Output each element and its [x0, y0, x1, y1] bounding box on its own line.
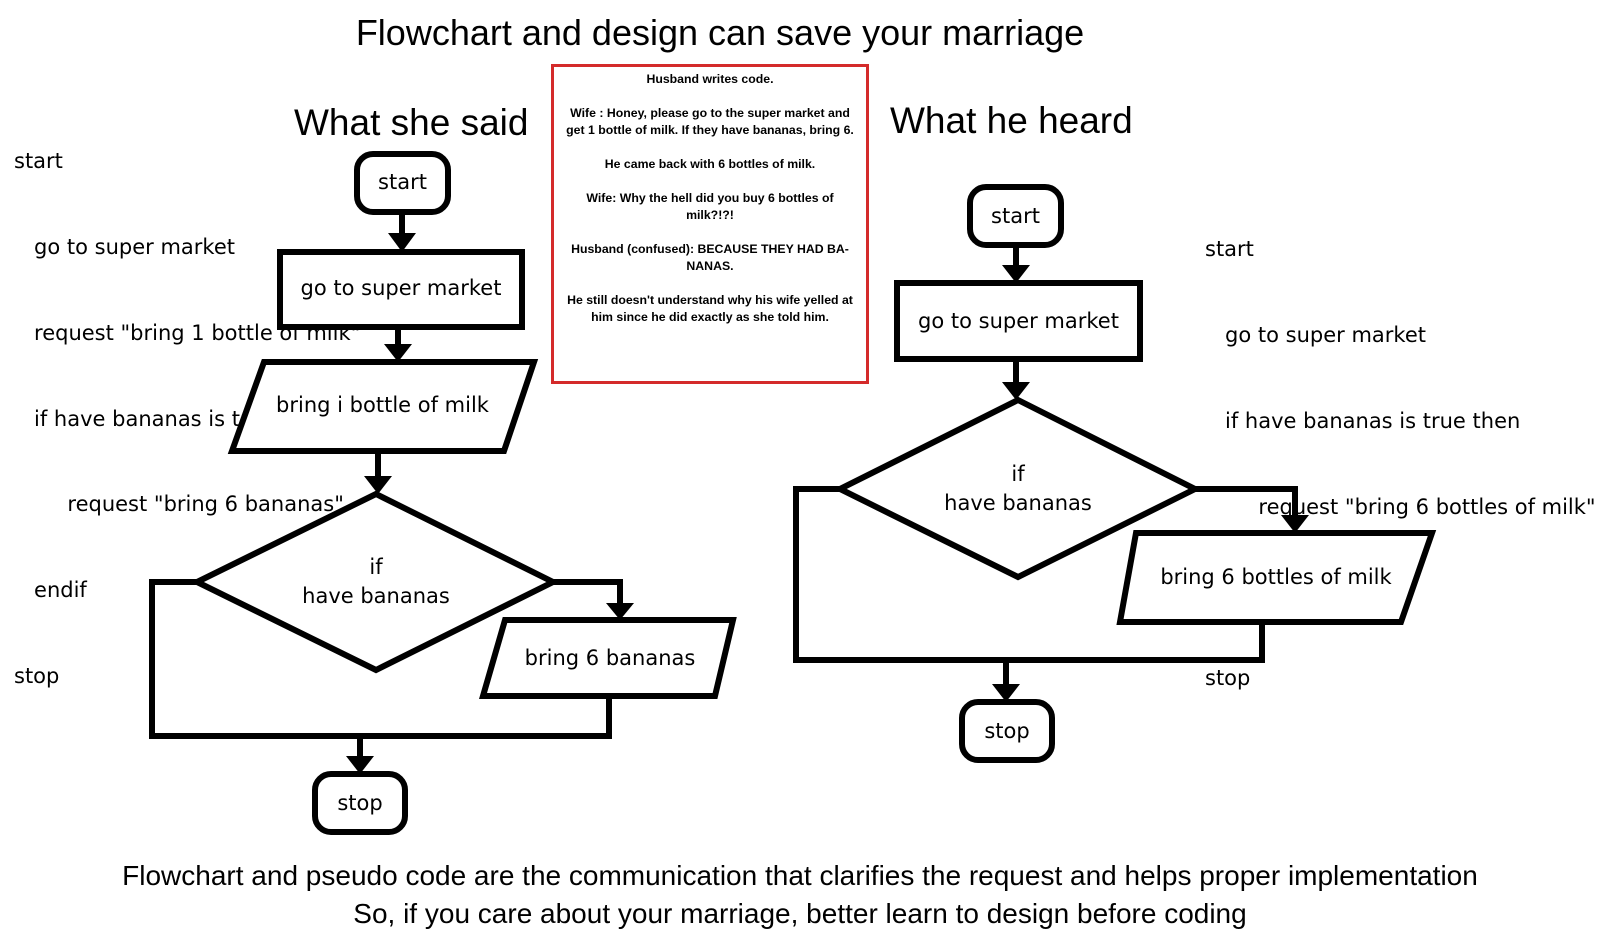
he-go-label: go to super market: [918, 309, 1119, 333]
she-condition-label: if have bananas: [276, 553, 476, 611]
story-box: Husband writes code. Wife : Honey, pleas…: [551, 64, 869, 384]
he-condition-label: if have bananas: [918, 460, 1118, 518]
he-pseudocode: start go to super market if have bananas…: [1205, 178, 1596, 721]
pseudocode-line: endif: [14, 578, 87, 603]
pseudocode-line: stop: [1205, 666, 1251, 691]
condition-line: have bananas: [944, 491, 1092, 515]
she-start-label: start: [378, 170, 427, 194]
arrowhead-icon: [1281, 515, 1309, 533]
story-line: Husband writes code.: [646, 72, 774, 86]
she-yes-branch: [550, 579, 623, 608]
she-go-label: go to super market: [300, 276, 502, 300]
condition-line: have bananas: [302, 584, 450, 608]
arrowhead-icon: [346, 756, 374, 774]
arrowhead-icon: [606, 603, 634, 620]
pseudocode-line: go to super market: [14, 234, 235, 259]
he-milk-label: bring 6 bottles of milk: [1160, 565, 1392, 589]
arrowhead-icon: [364, 476, 392, 494]
he-go-node: [894, 280, 1143, 362]
she-condition-node: [190, 490, 560, 674]
she-bananas-label: bring 6 bananas: [524, 646, 696, 670]
he-start-label: start: [991, 204, 1040, 228]
he-stop-label: stop: [984, 719, 1030, 743]
pseudocode-line: if have bananas is true then: [1205, 408, 1521, 433]
story-line: Wife: Why the hell did you buy 6 bottles…: [586, 191, 834, 222]
pseudocode-line: start: [14, 149, 63, 174]
story-line: He came back with 6 bottles of milk.: [604, 157, 816, 171]
arrowhead-icon: [388, 233, 416, 252]
she-no-branch: [149, 579, 612, 739]
he-condition-node: [833, 396, 1202, 581]
story-line: He still doesn't understand why his wife…: [567, 293, 853, 324]
story-line: Husband (confused): BECAUSE THEY HAD BA-…: [571, 242, 849, 273]
she-pseudocode: start go to super market request "bring …: [14, 90, 360, 719]
pseudocode-line: request "bring 1 bottle of milk": [14, 320, 361, 345]
arrowhead-icon: [384, 344, 412, 362]
condition-line: if: [369, 555, 383, 579]
story-line: Wife : Honey, please go to the super mar…: [566, 106, 854, 137]
she-milk-node: [227, 359, 539, 454]
he-yes-branch: [1192, 486, 1298, 520]
she-milk-label: bring i bottle of milk: [276, 393, 489, 417]
arrowhead-icon: [1002, 382, 1030, 400]
pseudocode-line: stop: [14, 663, 60, 688]
she-heading: What she said: [294, 102, 529, 143]
pseudocode-line: go to super market: [1205, 322, 1426, 347]
pseudocode-line: request "bring 6 bananas": [14, 492, 344, 517]
condition-line: if: [1011, 462, 1025, 486]
pseudocode-line: request "bring 6 bottles of milk": [1205, 494, 1596, 519]
pseudocode-line: start: [1205, 237, 1254, 262]
footer-line-2: So, if you care about your marriage, bet…: [353, 898, 1247, 929]
he-no-branch: [793, 486, 1265, 663]
he-stop-node: [959, 699, 1055, 763]
footer-line-1: Flowchart and pseudo code are the commun…: [122, 860, 1478, 891]
he-milk-node: [1116, 530, 1437, 625]
arrowhead-icon: [1002, 265, 1030, 283]
he-heading: What he heard: [890, 100, 1133, 141]
she-bananas-node: [479, 617, 737, 699]
arrowhead-icon: [992, 684, 1020, 702]
she-stop-label: stop: [337, 791, 383, 815]
page-title: Flowchart and design can save your marri…: [355, 12, 1085, 53]
